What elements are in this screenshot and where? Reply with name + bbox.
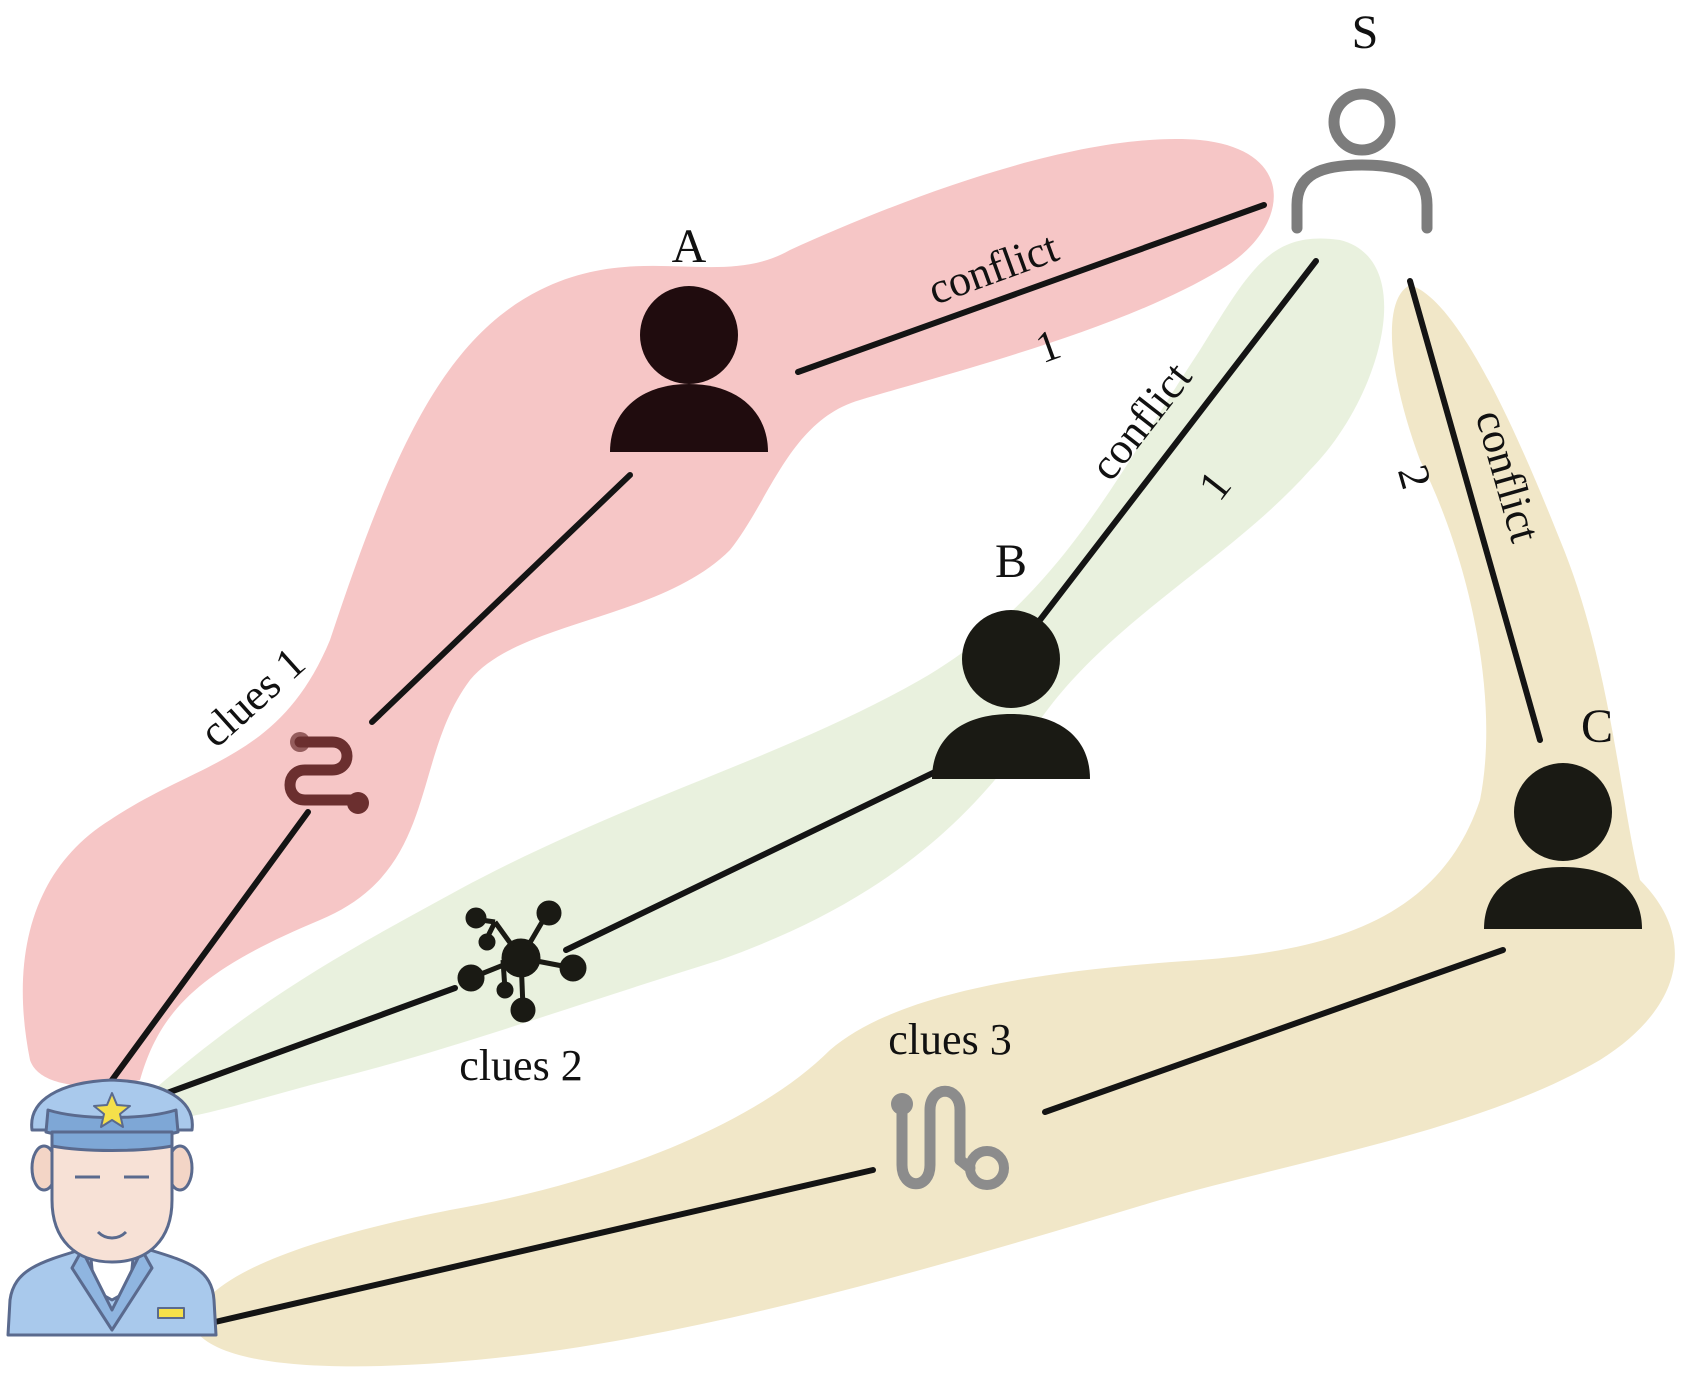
user-outline-icon bbox=[1291, 88, 1433, 234]
region-b-highlight bbox=[120, 238, 1385, 1122]
node-label-c: C bbox=[1581, 700, 1613, 753]
edge-officer-to-clue2 bbox=[145, 985, 458, 1103]
node-label-b: B bbox=[995, 535, 1027, 588]
node-label-s: S bbox=[1352, 6, 1379, 59]
clue-2-label: clues 2 bbox=[459, 1041, 582, 1090]
route-path-icon bbox=[284, 732, 369, 814]
route-path-icon bbox=[891, 1085, 1009, 1190]
police-officer-icon bbox=[6, 1078, 218, 1337]
clue-3-label: clues 3 bbox=[888, 1015, 1011, 1064]
star-icon bbox=[93, 1092, 131, 1128]
user-solid-icon bbox=[610, 286, 768, 452]
person-a-node: A bbox=[610, 220, 768, 452]
edge-a-to-s bbox=[795, 202, 1267, 375]
edge-officer-to-clue1 bbox=[109, 809, 311, 1083]
edge-clue1-to-a bbox=[369, 472, 633, 725]
edge-c-to-s bbox=[1407, 278, 1543, 743]
clue-3: clues 3 bbox=[888, 1015, 1012, 1190]
edge-clue3-to-c bbox=[1042, 947, 1506, 1115]
user-solid-icon bbox=[932, 610, 1090, 779]
person-c-node: C bbox=[1484, 700, 1642, 929]
edge-b-to-s bbox=[1037, 258, 1319, 623]
suspect-s-node: S bbox=[1291, 6, 1433, 234]
region-c-highlight bbox=[194, 285, 1675, 1367]
edge-officer-to-clue3 bbox=[212, 1167, 876, 1325]
network-hub-icon bbox=[457, 900, 587, 1023]
edge-clue2-to-b bbox=[563, 769, 938, 953]
user-solid-icon bbox=[1484, 763, 1642, 929]
person-b-node: B bbox=[932, 535, 1090, 779]
node-label-a: A bbox=[672, 220, 707, 273]
edge-weight-c-s: 2 bbox=[1388, 459, 1441, 494]
clue-2: clues 2 bbox=[457, 900, 587, 1090]
region-a-highlight bbox=[22, 139, 1274, 1086]
